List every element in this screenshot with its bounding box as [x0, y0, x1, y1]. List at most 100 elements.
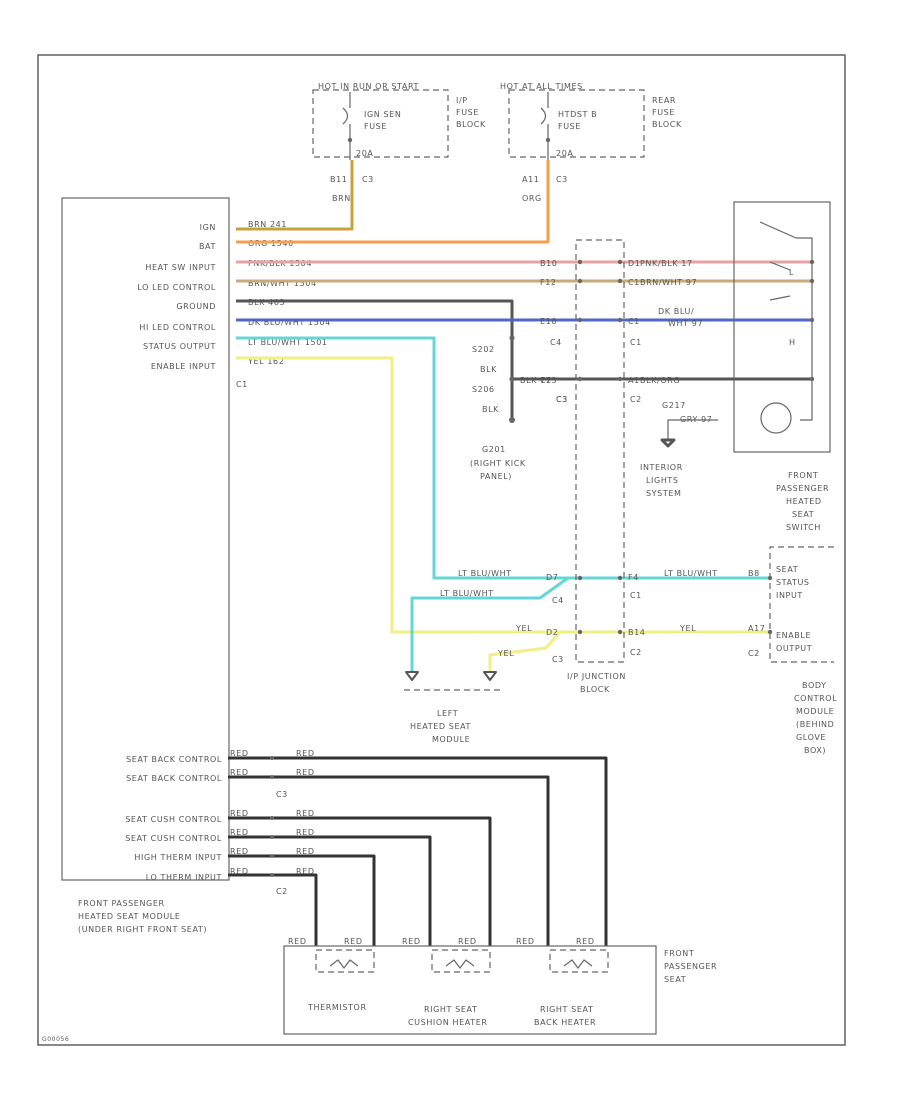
lower-wire-r6: RED — [296, 867, 315, 876]
seat-comp-thermistor: THERMISTOR — [307, 1003, 367, 1012]
jb-conn-c3: C3 — [556, 395, 568, 404]
seat-comp-cushion-1: RIGHT SEAT — [424, 1005, 477, 1014]
wire-brn-ign — [236, 160, 354, 231]
ground-g201-line2: (RIGHT KICK — [470, 459, 526, 468]
seat-wire-1: RED — [288, 937, 307, 946]
wire-lo-therm — [228, 873, 318, 946]
left-module-name-2: HEATED SEAT — [410, 722, 471, 731]
lower-wire-r3: RED — [296, 809, 315, 818]
bcm-name-4: (BEHIND — [796, 720, 834, 729]
left-heated-seat-module: LEFT HEATED SEAT MODULE — [404, 671, 500, 744]
jb-conn-c1: C1 — [630, 338, 642, 347]
switch-label-h: H — [789, 338, 796, 347]
fuse-right-block-2: FUSE — [652, 108, 675, 117]
lower-label-seat-cush-1: SEAT CUSH CONTROL — [125, 815, 222, 824]
jb-wire-pnk: PNK/BLK 17 — [640, 259, 693, 268]
lower-wire-r1: RED — [296, 749, 315, 758]
fuse-left-block-2: FUSE — [456, 108, 479, 117]
seat-name-2: PASSENGER — [664, 962, 717, 971]
bcm-name-5: GLOVE — [796, 733, 826, 742]
seat-wire-2: RED — [344, 937, 363, 946]
bcm-name-6: BOX) — [804, 746, 826, 755]
jb-pin-b14: B14 — [628, 628, 645, 637]
bcm-in1-3: INPUT — [776, 591, 803, 600]
jb-wire-dkblu-2: WHT 97 — [668, 319, 703, 328]
lower-conn-c3: C3 — [276, 790, 288, 799]
ground-g201-line3: PANEL) — [480, 472, 512, 481]
jb-ltblu-1: LT BLU/WHT — [458, 569, 512, 578]
fuse-right-name-2: FUSE — [558, 122, 581, 131]
jb-lconn-c3: C3 — [552, 655, 564, 664]
front-passenger-seat: RED RED RED RED RED RED THERMISTOR RIGHT… — [283, 937, 717, 1035]
lower-conn-c2: C2 — [276, 887, 288, 896]
lower-wire-r2: RED — [296, 768, 315, 777]
seat-comp-back-2: BACK HEATER — [534, 1018, 596, 1027]
module-label-status: STATUS OUTPUT — [143, 342, 216, 351]
bcm-pin-b8: B8 — [748, 569, 760, 578]
module-name-1: FRONT PASSENGER — [78, 899, 165, 908]
lower-wire-l5: RED — [230, 847, 249, 856]
lower-wire-l1: RED — [230, 749, 249, 758]
wire-lt-blu-branch — [410, 576, 569, 672]
fuse-left-amps: 20A — [356, 149, 373, 158]
lower-wire-r4: RED — [296, 828, 315, 837]
module-label-heat-sw: HEAT SW INPUT — [145, 263, 216, 272]
ground-g201: G201 — [482, 445, 506, 454]
wire-seat-back-1 — [228, 756, 608, 946]
jb-pin-d2: D2 — [546, 628, 558, 637]
diagram-frame — [37, 54, 846, 1046]
bcm-conn-c2: C2 — [748, 649, 760, 658]
seat-wire-6: RED — [576, 937, 595, 946]
switch-name-4: SEAT — [792, 510, 814, 519]
wire-lt-blu-wht — [236, 336, 768, 580]
lower-wire-l6: RED — [230, 867, 249, 876]
bcm-in2-1: ENABLE — [776, 631, 811, 640]
jb-wire-dkblu: DK BLU/ — [658, 307, 694, 316]
module-label-hi-led: HI LED CONTROL — [139, 323, 216, 332]
jb-pin-f12: F12 — [540, 278, 557, 287]
bcm-name-2: CONTROL — [794, 694, 837, 703]
seat-wire-3: RED — [402, 937, 421, 946]
module-label-ground: GROUND — [176, 302, 216, 311]
jb-conn-c4: C4 — [550, 338, 562, 347]
jb-pin-f4: F4 — [628, 573, 639, 582]
fuse-left-block-3: BLOCK — [456, 120, 486, 129]
fuse-left-block-1: I/P — [456, 96, 468, 105]
fuse-left-conn: C3 — [362, 175, 374, 184]
fuse-block-rearfuse: HOT AT ALL TIMES HTDST B FUSE 20A REAR F… — [500, 82, 681, 160]
body-control-module: B8 A17 C2 SEAT STATUS INPUT ENABLE OUTPU… — [748, 546, 837, 755]
module-name-2: HEATED SEAT MODULE — [78, 912, 181, 921]
jb-ground-g217: G217 — [662, 401, 686, 410]
jb-lconn-c4: C4 — [552, 596, 564, 605]
jb-pin-a1: A1 — [628, 376, 640, 385]
jb-pin-d7: D7 — [546, 573, 558, 582]
fuse-left-name-1: IGN SEN — [364, 110, 401, 119]
footer-id: G00056 — [42, 1036, 69, 1043]
heated-seat-module-box — [61, 197, 230, 881]
wire-seat-back-2 — [228, 775, 550, 946]
fuse-right-name-1: HTDST B — [558, 110, 597, 119]
jb-yel-3: YEL — [679, 624, 696, 633]
bcm-pin-a17: A17 — [748, 624, 765, 633]
module-label-lo-led: LO LED CONTROL — [137, 283, 216, 292]
fuse-left-header: HOT IN RUN OR START — [318, 82, 419, 91]
wire-seat-cush-2 — [228, 835, 432, 946]
splice-wire-2: BLK — [482, 405, 499, 414]
jb-ltblu-3: LT BLU/WHT — [664, 569, 718, 578]
jb-wire-blkorg: BLK/ORG — [640, 376, 680, 385]
switch-name-5: SWITCH — [786, 523, 821, 532]
seat-name-1: FRONT — [664, 949, 694, 958]
lower-label-seat-cush-2: SEAT CUSH CONTROL — [125, 834, 222, 843]
jb-pin-c1b: C1 — [628, 317, 640, 326]
ground-blk-wire: BLK 773 — [520, 376, 557, 385]
switch-name-3: HEATED — [786, 497, 822, 506]
jb-pin-c2: C2 — [540, 376, 552, 385]
module-label-bat: BAT — [199, 242, 216, 251]
fuse-right-term: A11 — [522, 175, 539, 184]
module-conn-c1: C1 — [236, 380, 248, 389]
wire-org-bat — [236, 160, 550, 244]
bcm-in1-1: SEAT — [776, 565, 798, 574]
wire-label-yel: YEL 162 — [247, 357, 284, 366]
jb-yel-2: YEL — [497, 649, 514, 658]
